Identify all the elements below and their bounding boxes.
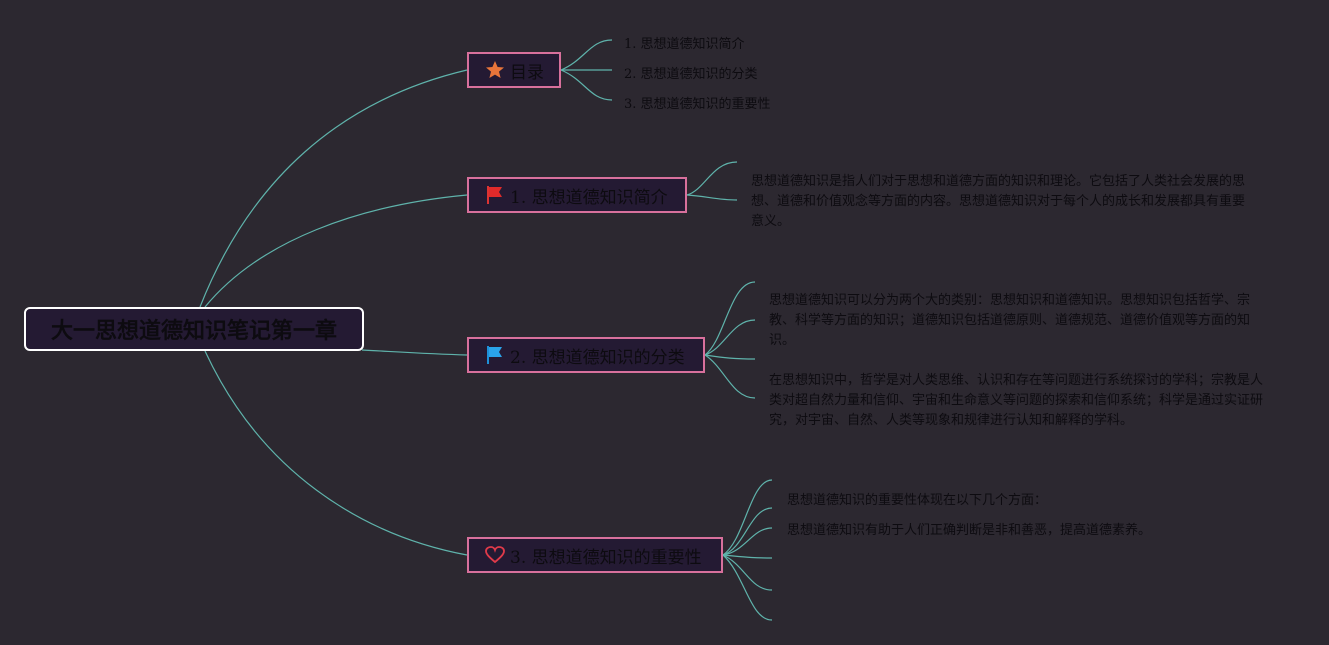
toc-item-2[interactable]: 2. 思想道德知识的分类 xyxy=(624,67,758,82)
connector-toc-3 xyxy=(560,69,613,101)
branch-toc-label: 目录 xyxy=(510,62,544,83)
connector-toc-1 xyxy=(560,39,613,71)
connector-root-classification xyxy=(361,349,468,356)
branch-toc[interactable]: 目录 xyxy=(467,52,561,88)
root-topic[interactable]: 大一思想道德知识笔记第一章 xyxy=(24,307,364,351)
classification-paragraph-2[interactable]: 在思想知识中，哲学是对人类思维、认识和存在等问题进行系统探讨的学科；宗教是人类对… xyxy=(769,373,1264,428)
connector-root-intro xyxy=(204,194,468,308)
toc-item-3[interactable]: 3. 思想道德知识的重要性 xyxy=(624,97,771,112)
star-icon xyxy=(485,60,505,80)
connector-imp-a xyxy=(722,479,773,556)
importance-item-2[interactable]: 思想道德知识有助于人们正确判断是非和善恶，提高道德素养。 xyxy=(787,523,1152,538)
branch-intro[interactable]: 1. 思想道德知识简介 xyxy=(467,177,687,213)
branch-importance-label: 3. 思想道德知识的重要性 xyxy=(510,547,702,568)
branch-classification-label: 2. 思想道德知识的分类 xyxy=(510,347,685,368)
connector-imp-d xyxy=(722,554,773,559)
blue-flag-icon xyxy=(485,345,505,365)
connector-class-c xyxy=(704,354,756,360)
branch-intro-label: 1. 思想道德知识简介 xyxy=(510,187,668,208)
connector-class-a xyxy=(704,281,756,356)
connector-intro-a xyxy=(686,161,738,196)
connector-root-toc xyxy=(199,69,468,308)
connector-imp-c xyxy=(722,527,773,556)
connector-root-importance xyxy=(204,350,468,556)
connector-imp-e xyxy=(722,554,773,591)
heart-icon xyxy=(485,545,505,565)
connector-class-d xyxy=(704,354,756,399)
connector-class-b xyxy=(704,319,756,356)
intro-paragraph[interactable]: 思想道德知识是指人们对于思想和道德方面的知识和理论。它包括了人类社会发展的思想、… xyxy=(751,174,1246,229)
importance-item-1[interactable]: 思想道德知识的重要性体现在以下几个方面： xyxy=(787,493,1048,508)
root-topic-label: 大一思想道德知识笔记第一章 xyxy=(50,319,337,344)
classification-paragraph-1[interactable]: 思想道德知识可以分为两个大的类别：思想知识和道德知识。思想知识包括哲学、宗教、科… xyxy=(769,293,1251,348)
red-flag-icon xyxy=(485,185,505,205)
toc-item-1[interactable]: 1. 思想道德知识简介 xyxy=(624,37,745,52)
connector-imp-b xyxy=(722,507,773,556)
connector-intro-b xyxy=(686,194,738,201)
branch-classification[interactable]: 2. 思想道德知识的分类 xyxy=(467,337,705,373)
branch-importance[interactable]: 3. 思想道德知识的重要性 xyxy=(467,537,723,573)
connector-imp-f xyxy=(722,554,773,621)
